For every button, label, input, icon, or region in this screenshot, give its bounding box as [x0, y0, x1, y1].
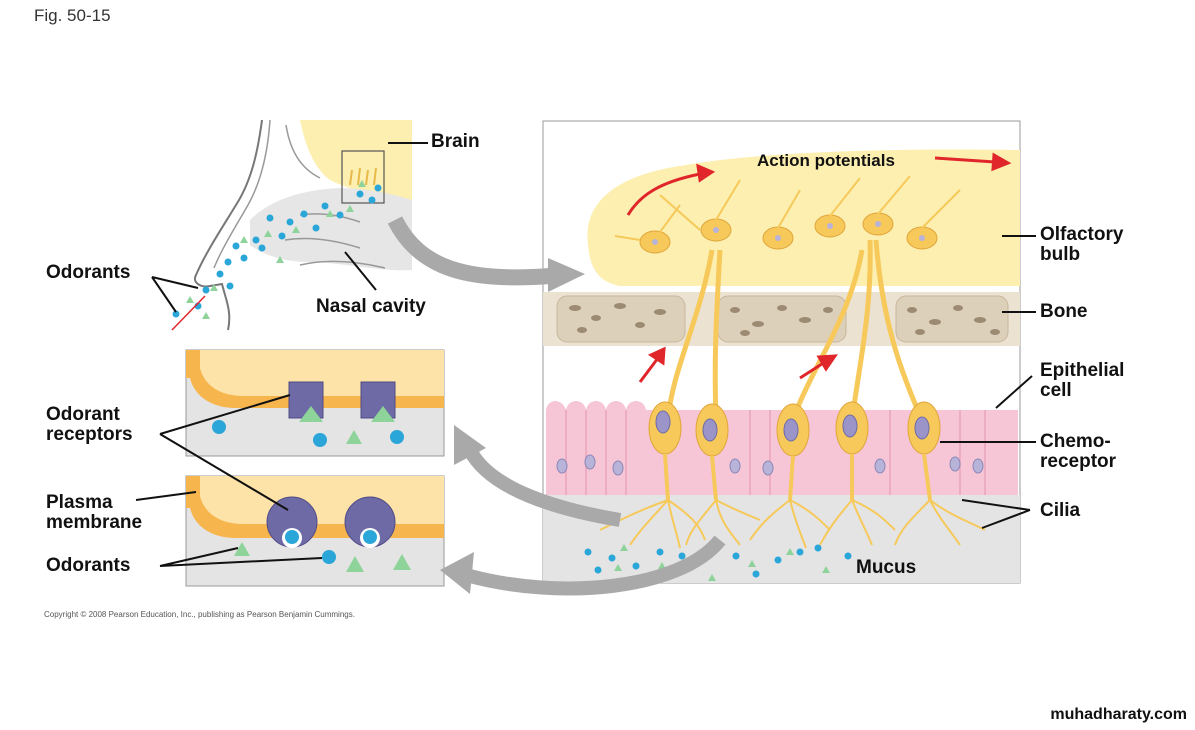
label-mucus: Mucus [856, 557, 917, 578]
label-cilia: Cilia [1040, 500, 1081, 521]
label-odorant-receptors-line2: receptors [46, 424, 133, 445]
label-plasma-membrane-line1: Plasma [46, 492, 113, 513]
label-olfactory-bulb-line1: Olfactory [1040, 224, 1124, 245]
mucus-layer [543, 495, 1020, 583]
olfactory-bulb [587, 149, 1020, 286]
olfactory-region-box [341, 150, 385, 204]
label-odorants-top: Odorants [46, 262, 131, 283]
leader-lines [135, 142, 1036, 567]
inhale-arrow [171, 295, 206, 331]
gray-arrows [387, 216, 726, 596]
mucus-odorant-particles [584, 544, 852, 581]
label-action-potentials: Action potentials [757, 151, 895, 170]
label-epithelial-line2: cell [1040, 380, 1072, 401]
receptor-panel-top [185, 349, 445, 457]
label-nasal-cavity: Nasal cavity [316, 296, 426, 317]
olfactory-panel [542, 120, 1021, 584]
receptor-panel-bottom [185, 475, 445, 587]
label-epithelial-line1: Epithelial [1040, 360, 1125, 381]
label-chemoreceptor-line2: receptor [1040, 451, 1117, 472]
label-odorant-receptors-line1: Odorant [46, 404, 120, 425]
label-brain: Brain [431, 131, 480, 152]
copyright-notice: Copyright © 2008 Pearson Education, Inc.… [44, 610, 355, 619]
watermark: muhadharaty.com [1050, 706, 1187, 723]
label-bone: Bone [1040, 301, 1088, 322]
figure-label: Fig. 50-15 [34, 6, 111, 25]
nasal-cavity-region [250, 188, 412, 271]
head-odorant-particles [172, 180, 382, 319]
label-chemoreceptor-line1: Chemo- [1040, 431, 1111, 452]
label-odorants-bottom: Odorants [46, 555, 131, 576]
label-plasma-membrane-line2: membrane [46, 512, 143, 533]
head-profile [194, 119, 412, 331]
label-olfactory-bulb-line2: bulb [1040, 244, 1081, 265]
